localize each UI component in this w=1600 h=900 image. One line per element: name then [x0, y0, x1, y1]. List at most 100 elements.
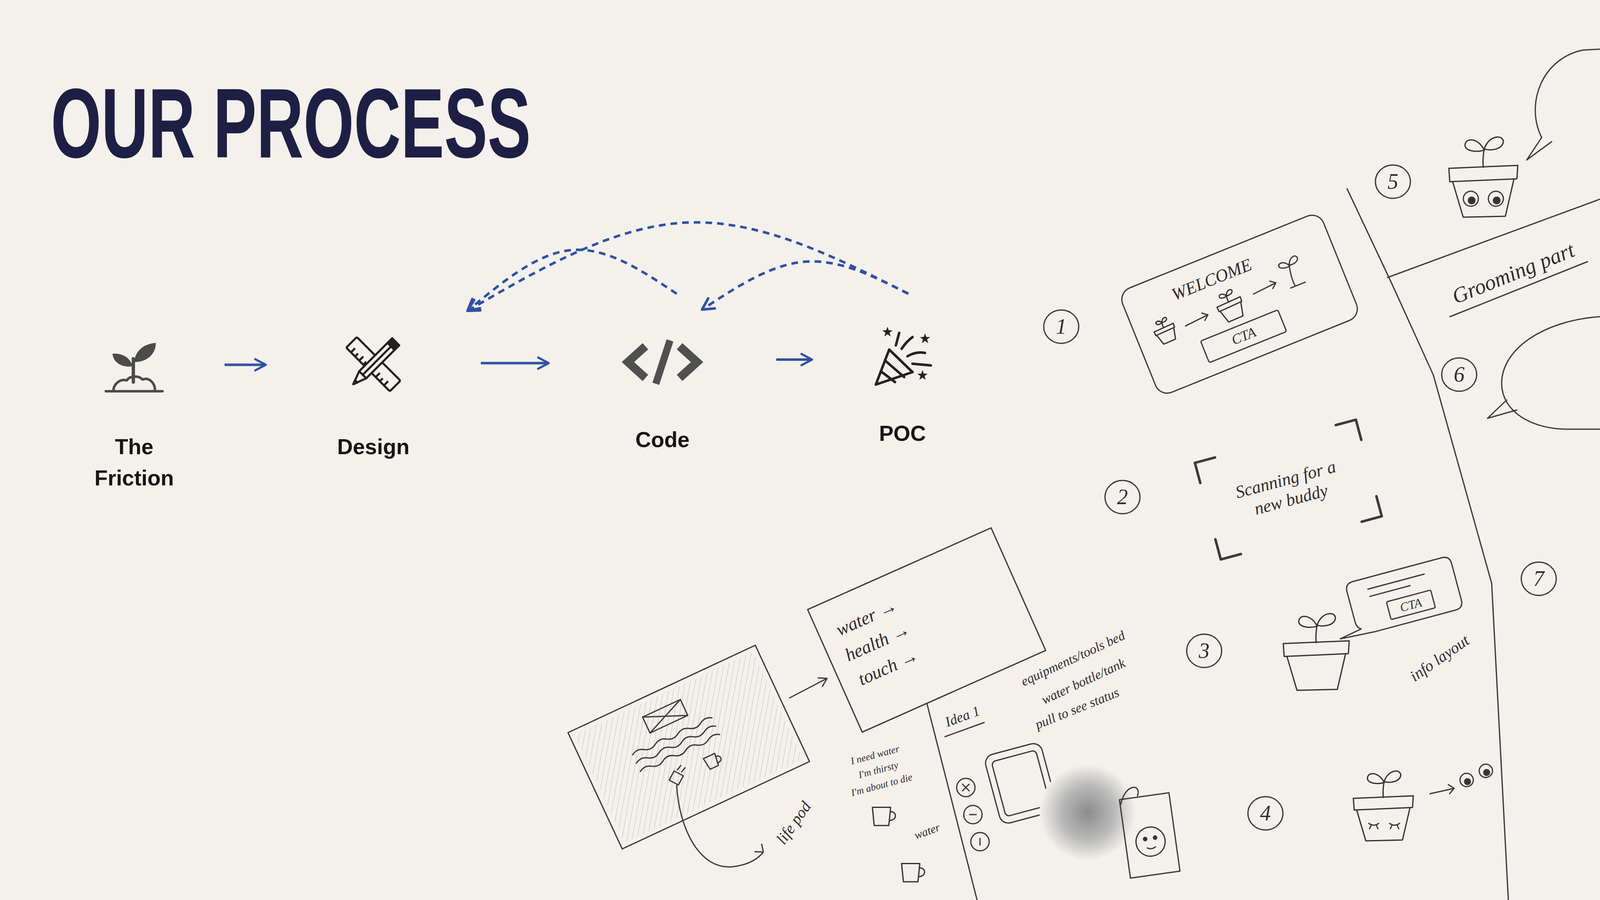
pencil-sketch: [567, 49, 1600, 900]
sketch-arrow: [789, 677, 828, 698]
welcome-screen-sketch: [1251, 279, 1278, 296]
callout-number-holder: 4: [1260, 802, 1271, 825]
callout-number: 2: [1117, 486, 1128, 508]
scan-frame: [1335, 419, 1362, 445]
pot-face-sketch: [1119, 792, 1180, 879]
welcome-screen-sketch: [1117, 211, 1361, 397]
sketch-note-holder: Grooming part: [1448, 237, 1579, 310]
opening-eyes: [1483, 769, 1490, 776]
step-icon: [875, 326, 931, 385]
speech-bubble: [1386, 590, 1436, 620]
welcome-screen-sketch: [1183, 311, 1210, 328]
callout-circle: [1521, 562, 1557, 596]
scan-frame: [1195, 419, 1382, 560]
callout-number: 5: [1387, 170, 1399, 193]
callout-number: 3: [1198, 640, 1210, 662]
step-icon: [100, 332, 168, 399]
sprout-squiggle: [1120, 787, 1139, 805]
pot-eyes: [1468, 197, 1475, 204]
slide-title: OUR PROCESS: [50, 73, 531, 173]
callout-circle: [1375, 165, 1411, 199]
menu-sketch: [807, 527, 1046, 733]
pot-eyes: [1488, 191, 1504, 207]
sketch-note: WELCOME: [1168, 254, 1255, 306]
speech-bubble: [1326, 555, 1464, 642]
callout-number: 1: [1055, 315, 1067, 338]
screen-sketch: [642, 699, 688, 733]
screen-sketch: [665, 764, 691, 788]
step-label: POC: [879, 417, 927, 450]
sketch-note: Idea 1: [942, 702, 983, 731]
welcome-screen-sketch: [1212, 287, 1248, 325]
opening-eyes: [1479, 764, 1493, 778]
status-icon: [956, 778, 990, 851]
pot-face-sketch: [1143, 837, 1148, 841]
pot-eyes: [1463, 191, 1479, 207]
pot-face-sketch: [1134, 825, 1168, 858]
step-label: The Friction: [84, 431, 185, 495]
callout-number-holder: 3: [1198, 640, 1210, 662]
process-step: Design: [269, 314, 478, 463]
scan-frame: [1356, 496, 1382, 522]
feedback-arrow: [702, 261, 909, 310]
plant-pot: [1448, 137, 1518, 218]
callout-circle: [1247, 796, 1283, 830]
step-label: Design: [337, 431, 410, 463]
process-step: The Friction: [47, 315, 222, 495]
welcome-screen-sketch: [1200, 310, 1287, 363]
cup: [901, 863, 925, 883]
callout-number: 4: [1260, 802, 1271, 825]
welcome-screen-sketch: [1277, 255, 1308, 289]
callout-number: 7: [1533, 567, 1545, 590]
flow-arrow: [224, 363, 266, 367]
step-icon: [346, 337, 401, 392]
flow-arrow: [480, 362, 549, 365]
flow-arrow: [776, 358, 813, 361]
speech-bubble: [1526, 49, 1600, 160]
callout-number-holder: 2: [1117, 486, 1128, 508]
sketch-note: CTA: [1229, 323, 1259, 349]
step-icon: [627, 340, 698, 384]
screen-sketch: [631, 715, 713, 757]
sketch-note: Scanning for a new buddy: [1230, 455, 1346, 525]
sketch-arrow: [1430, 784, 1455, 794]
callout-circle: [1441, 357, 1477, 392]
callout-circle: [1105, 480, 1140, 514]
sketch-note: CTA: [1398, 595, 1424, 615]
sketch-note-holder: CTA: [1398, 595, 1424, 615]
speech-bubble: [1487, 316, 1600, 430]
pot-face-sketch: [1119, 792, 1180, 879]
opening-eyes: [1460, 773, 1474, 787]
pot-face-sketch: [1147, 846, 1156, 850]
process-step: Code: [552, 312, 773, 456]
plant-pot: [1283, 613, 1350, 691]
screen-sketch: [703, 751, 724, 770]
welcome-screen-sketch: [1117, 211, 1361, 397]
plant-pot: [1353, 771, 1414, 841]
sketch-note-holder: water: [912, 820, 942, 843]
sketch-note: Grooming part: [1448, 237, 1579, 310]
step-icon: [105, 342, 163, 392]
status-icon: [962, 784, 980, 845]
closed-eyes: [1368, 823, 1400, 829]
callout-circle: [1043, 310, 1079, 344]
sketch-note-holder: Idea 1: [942, 702, 983, 731]
scan-frame: [1215, 533, 1241, 560]
feedback-arrow: [467, 222, 909, 311]
sketch-note-holder: WELCOME: [1168, 254, 1255, 306]
screen-sketch: [567, 645, 810, 850]
menu-sketch: [807, 527, 1046, 733]
step-icon: [340, 330, 407, 398]
step-icon: [618, 328, 707, 396]
cup: [872, 807, 896, 826]
step-label: Code: [635, 424, 690, 456]
callout-number: 6: [1453, 363, 1465, 386]
callout-number-holder: 5: [1387, 170, 1399, 193]
title-block: OUR PROCESS: [50, 73, 784, 173]
pot-eyes: [1463, 191, 1504, 207]
callout-number-holder: 7: [1533, 567, 1545, 590]
callout-number-holder: 1: [1055, 315, 1067, 338]
opening-eyes: [1460, 764, 1493, 787]
sketch-note-holder: life pod: [772, 797, 815, 848]
